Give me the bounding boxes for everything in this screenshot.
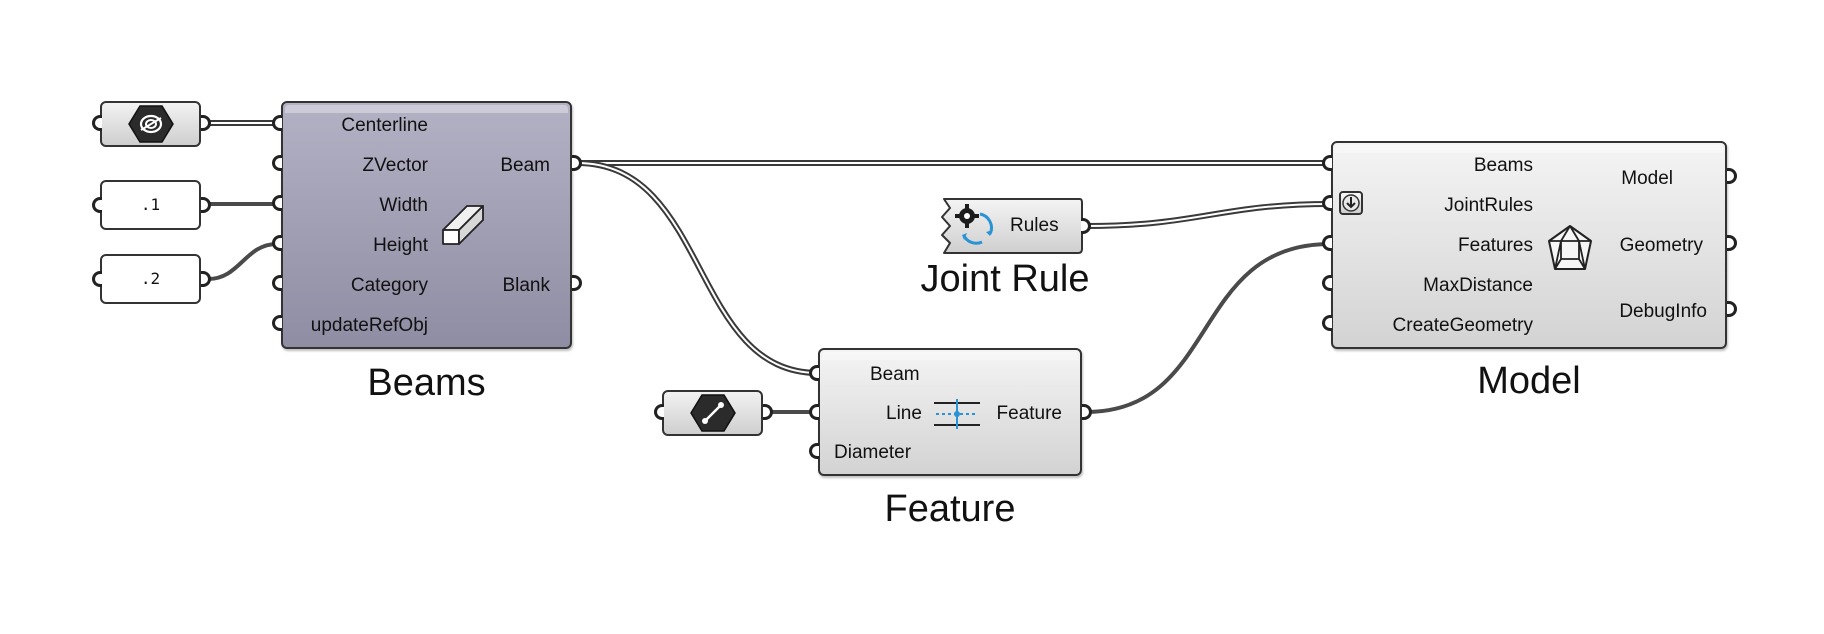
model-output-debuginfo: DebugInfo [1619, 301, 1707, 322]
model-grip-maxdistance[interactable] [1322, 275, 1332, 291]
beams-grip-updaterefobj[interactable] [272, 315, 282, 331]
model-grip-beams[interactable] [1322, 155, 1332, 171]
wire-beam-feature [574, 160, 821, 376]
beams-component[interactable]: Centerline ZVector Width Height Category… [281, 101, 572, 349]
beams-input-width: Width [379, 195, 428, 216]
width-number-param[interactable]: .1 [100, 180, 201, 230]
model-expand-button[interactable] [1339, 191, 1363, 215]
model-grip-model[interactable] [1727, 168, 1737, 184]
width-param-output-grip[interactable] [201, 197, 211, 213]
feature-grip-line[interactable] [809, 404, 819, 420]
beams-input-category: Category [350, 275, 428, 296]
feature-input-line: Line [886, 403, 922, 424]
model-grip-features[interactable] [1322, 235, 1332, 251]
model-component[interactable]: Beams JointRules Features MaxDistance Cr… [1331, 141, 1727, 349]
model-title: Model [1477, 360, 1581, 402]
model-grip-debuginfo[interactable] [1727, 301, 1737, 317]
beams-grip-zvector[interactable] [272, 155, 282, 171]
model-input-creategeometry: CreateGeometry [1392, 315, 1533, 336]
model-input-features: Features [1458, 235, 1533, 256]
feature-grip-diameter[interactable] [809, 443, 819, 459]
beams-grip-centerline[interactable] [272, 115, 282, 131]
model-output-geometry: Geometry [1619, 235, 1703, 256]
feature-title: Feature [884, 488, 1016, 530]
curve-param-icon [128, 105, 174, 143]
beams-input-centerline: Centerline [341, 115, 428, 136]
height-param-input-grip[interactable] [92, 271, 102, 287]
joint-rule-grip-rules[interactable] [1081, 218, 1091, 234]
line-param-output-grip[interactable] [763, 404, 773, 420]
line-param-icon [690, 394, 736, 432]
beams-output-beam: Beam [500, 155, 550, 176]
beams-grip-blank[interactable] [572, 275, 582, 291]
height-number-param[interactable]: .2 [100, 254, 201, 304]
beams-input-updaterefobj: updateRefObj [310, 315, 428, 336]
model-grip-jointrules[interactable] [1322, 195, 1332, 211]
model-house-icon [1548, 225, 1592, 270]
feature-input-diameter: Diameter [834, 442, 912, 463]
model-output-model: Model [1621, 168, 1673, 189]
joint-rule-body[interactable] [936, 197, 1084, 255]
beams-grip-category[interactable] [272, 275, 282, 291]
wire-feature-features [1084, 242, 1332, 414]
feature-input-beam: Beam [870, 364, 920, 385]
joint-rule-title: Joint Rule [920, 258, 1090, 300]
line-param[interactable] [662, 390, 763, 436]
line-param-input-grip[interactable] [654, 404, 664, 420]
feature-component[interactable]: Beam Line Diameter Feature [818, 348, 1082, 476]
feature-output-feature: Feature [996, 403, 1062, 424]
feature-grip-feature[interactable] [1082, 404, 1092, 420]
model-grip-geometry[interactable] [1727, 235, 1737, 251]
joint-rule-output-rules: Rules [1010, 215, 1059, 236]
curve-param-output-grip[interactable] [201, 115, 211, 131]
feature-grip-beam[interactable] [809, 365, 819, 381]
beams-input-zvector: ZVector [362, 155, 428, 176]
curve-param-input-grip[interactable] [92, 115, 102, 131]
beams-grip-width[interactable] [272, 195, 282, 211]
beams-grip-beam[interactable] [572, 155, 582, 171]
curve-param[interactable] [100, 101, 201, 147]
model-input-maxdistance: MaxDistance [1423, 275, 1533, 296]
beam-box-icon [442, 205, 484, 245]
model-input-beams: Beams [1473, 155, 1533, 176]
width-param-input-grip[interactable] [92, 197, 102, 213]
arrow-down-icon [1342, 194, 1360, 212]
beams-output-blank: Blank [502, 275, 550, 296]
drill-feature-icon [934, 399, 980, 429]
height-param-output-grip[interactable] [201, 271, 211, 287]
model-grip-creategeometry[interactable] [1322, 315, 1332, 331]
model-input-jointrules: JointRules [1444, 195, 1533, 216]
beams-grip-height[interactable] [272, 235, 282, 251]
joint-rule-gear-icon [955, 204, 993, 245]
wire-height [206, 242, 279, 281]
beams-title: Beams [367, 362, 486, 404]
beams-input-height: Height [373, 235, 428, 256]
